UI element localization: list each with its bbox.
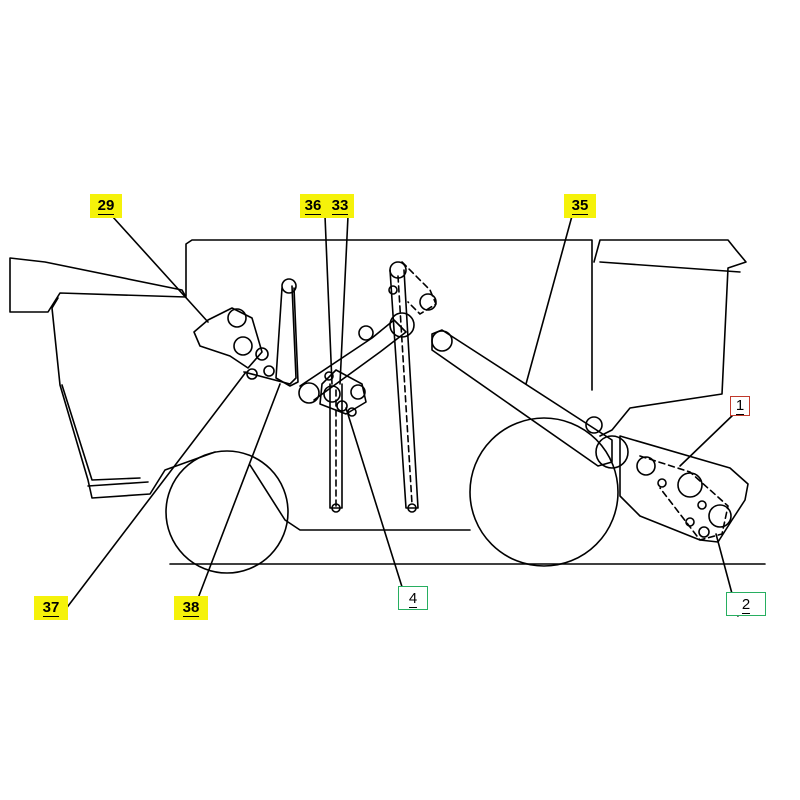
pulley [677, 472, 703, 498]
pulley [255, 347, 269, 361]
pulley [698, 526, 710, 538]
pulley [708, 504, 732, 528]
front-wheel [469, 417, 619, 567]
label-1: 1 [730, 396, 750, 416]
label-38: 38 [174, 596, 208, 620]
leader-36 [324, 215, 333, 385]
pulley [233, 336, 253, 356]
pulley [358, 325, 374, 341]
unloading-auger [9, 257, 187, 313]
belt-36 [299, 319, 407, 401]
cab [593, 239, 747, 437]
leader-1 [679, 413, 735, 467]
rear-body [51, 297, 216, 499]
pulley [685, 517, 695, 527]
leader-29 [111, 215, 209, 323]
pulley [697, 500, 707, 510]
belt-35 [431, 329, 613, 467]
pulley [298, 382, 320, 404]
feeder-house [619, 435, 749, 543]
leader-4 [345, 407, 409, 607]
body-lower-edge [249, 464, 471, 531]
elevator-belt-left [329, 383, 343, 509]
label-36: 36 [300, 194, 326, 218]
label-29: 29 [90, 194, 122, 218]
pulley [585, 416, 603, 434]
leader-33 [339, 215, 349, 385]
pulley [595, 435, 629, 469]
pulley [657, 478, 667, 488]
label-4: 4 [398, 586, 428, 610]
leader-37 [61, 371, 247, 615]
label-35: 35 [564, 194, 596, 218]
pulley [263, 365, 275, 377]
machine-body [185, 239, 593, 391]
pulley [281, 278, 297, 294]
pulley [350, 384, 366, 400]
pulley [636, 456, 656, 476]
label-33: 33 [326, 194, 354, 218]
pulley [323, 385, 341, 403]
rear-wheel [165, 450, 289, 574]
label-37: 37 [34, 596, 68, 620]
belt-29 [193, 307, 263, 369]
pulley [431, 330, 453, 352]
pulley [227, 308, 247, 328]
belt-38 [275, 287, 299, 387]
pulley [246, 368, 258, 380]
leader-38 [191, 383, 281, 615]
label-2: 2 [726, 592, 766, 616]
leader-35 [525, 215, 573, 385]
pulley [324, 371, 334, 381]
elevator-belt-right [389, 269, 419, 509]
belt-33 [319, 369, 367, 415]
